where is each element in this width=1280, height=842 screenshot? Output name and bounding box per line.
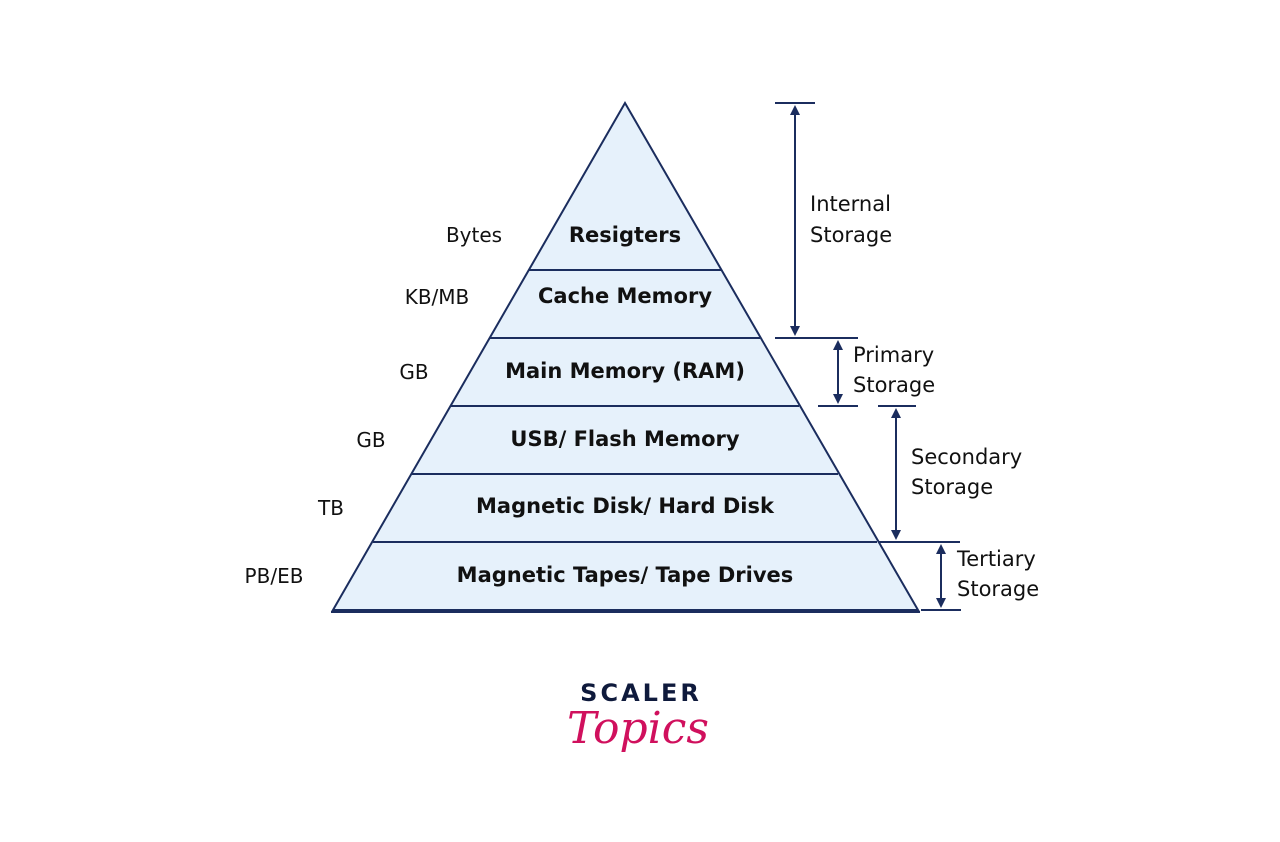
size-label-cache: KB/MB: [405, 285, 470, 309]
size-label-disk: TB: [317, 496, 344, 520]
primary-storage-label-line1: Primary: [853, 343, 934, 367]
pyramid: [331, 100, 920, 613]
level-main-memory: Main Memory (RAM): [505, 359, 745, 383]
internal-storage-label-line1: Internal: [810, 192, 891, 216]
category-brackets: [775, 102, 961, 611]
scaler-topics-logo: SCALER Topics: [567, 679, 709, 754]
category-labels: Internal Storage Primary Storage Seconda…: [810, 192, 1039, 601]
level-magnetic-tapes: Magnetic Tapes/ Tape Drives: [457, 563, 794, 587]
size-label-registers: Bytes: [446, 223, 502, 247]
level-usb-flash-memory: USB/ Flash Memory: [510, 427, 739, 451]
size-label-flash: GB: [356, 428, 385, 452]
secondary-storage-label-line1: Secondary: [911, 445, 1022, 469]
logo-scaler-text: SCALER: [580, 679, 702, 707]
level-labels: Resigters Cache Memory Main Memory (RAM)…: [457, 223, 794, 587]
level-cache-memory: Cache Memory: [538, 284, 712, 308]
size-label-tapes: PB/EB: [245, 564, 304, 588]
logo-topics-text: Topics: [567, 703, 709, 754]
internal-storage-label-line2: Storage: [810, 223, 892, 247]
secondary-storage-label-line2: Storage: [911, 475, 993, 499]
size-label-main-memory: GB: [399, 360, 428, 384]
primary-storage-label-line2: Storage: [853, 373, 935, 397]
tertiary-storage-label-line1: Tertiary: [956, 547, 1036, 571]
size-labels: Bytes KB/MB GB GB TB PB/EB: [245, 223, 503, 588]
level-magnetic-disk: Magnetic Disk/ Hard Disk: [476, 494, 775, 518]
level-registers: Resigters: [569, 223, 681, 247]
pyramid-outline: [331, 100, 920, 611]
tertiary-storage-label-line2: Storage: [957, 577, 1039, 601]
